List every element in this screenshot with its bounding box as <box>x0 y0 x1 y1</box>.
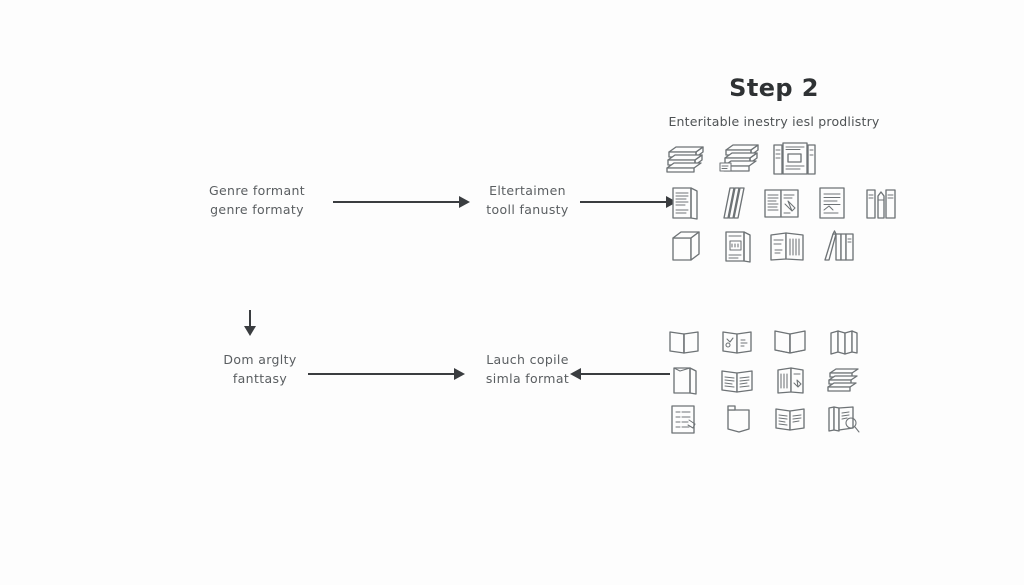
blank-notepad-icon <box>715 404 761 434</box>
icon-row <box>662 326 874 356</box>
arrow-shaft <box>249 310 251 327</box>
step-subtitle: Enteritable inestry iesl prodlistry <box>668 114 880 129</box>
arrow-shaft <box>308 373 456 375</box>
node-lauch-line1: Lauch copile <box>486 352 569 367</box>
thin-books-diagonal-icon <box>711 184 757 222</box>
arrow-head-icon <box>459 196 470 208</box>
step-title: Step 2 <box>729 74 819 102</box>
icon-row <box>662 184 907 222</box>
arrow-shaft <box>580 201 668 203</box>
open-book-illustrated-icon <box>715 326 761 356</box>
open-book-pen-icon <box>760 184 806 222</box>
node-entertain-line2: tooll fanusty <box>486 202 569 218</box>
node-entertainment-tool: Eltertaimen tooll fanusty <box>460 181 595 220</box>
stacked-books-horizontal-icon <box>662 140 710 176</box>
notebook-pen-icon <box>768 365 814 395</box>
open-book-pages-icon <box>764 228 812 264</box>
arrow-shaft <box>333 201 461 203</box>
node-lauch-line2: simla format <box>485 371 570 387</box>
arrow-icons-to-launch <box>570 368 670 380</box>
folded-book-icon <box>821 326 867 356</box>
icon-row <box>662 404 874 434</box>
arrow-dom-to-launch <box>308 368 465 380</box>
node-dom-line2: fanttasy <box>232 371 288 387</box>
arrow-head-down-icon <box>244 326 256 336</box>
checklist-page-icon <box>662 404 708 434</box>
icon-cluster-b <box>662 326 874 443</box>
books-with-pencil-icon <box>815 228 863 264</box>
icon-row <box>662 140 907 176</box>
three-upright-books-icon <box>858 184 904 222</box>
book-magnifier-icon <box>821 404 867 434</box>
book-elt-label-icon <box>713 228 761 264</box>
stacked-books-flat-icon <box>821 365 867 395</box>
arrow-genre-down-to-dom <box>244 310 256 336</box>
arrow-head-icon <box>454 368 465 380</box>
node-dom-fantasy: Dom arglty fanttasy <box>190 350 330 389</box>
node-genre-line2: genre formaty <box>210 202 304 218</box>
upright-book-icon <box>662 365 708 395</box>
document-page-icon <box>809 184 855 222</box>
icon-row <box>662 228 907 264</box>
node-entertain-line1: Eltertaimen <box>489 183 566 198</box>
icon-row <box>662 365 874 395</box>
icon-cluster-a <box>662 140 907 264</box>
arrow-shaft <box>579 373 670 375</box>
open-book-text-icon <box>768 404 814 434</box>
stacked-books-labeled-icon <box>716 140 764 176</box>
closed-book-icon <box>662 184 708 222</box>
arrow-entertainment-to-icons <box>580 196 677 208</box>
node-genre-format: Genre formant genre formaty <box>182 181 332 220</box>
node-launch-compile: Lauch copile simla format <box>460 350 595 389</box>
bookshelf-cabinet-icon <box>770 140 818 176</box>
open-book-wide-icon <box>768 326 814 356</box>
node-dom-line1: Dom arglty <box>223 352 297 367</box>
open-book-icon <box>662 326 708 356</box>
open-book-lines-icon <box>715 365 761 395</box>
book-block-3d-icon <box>662 228 710 264</box>
arrow-genre-to-entertainment <box>333 196 470 208</box>
arrow-head-icon <box>666 196 677 208</box>
arrow-head-icon <box>570 368 581 380</box>
node-genre-line1: Genre formant <box>208 183 305 198</box>
